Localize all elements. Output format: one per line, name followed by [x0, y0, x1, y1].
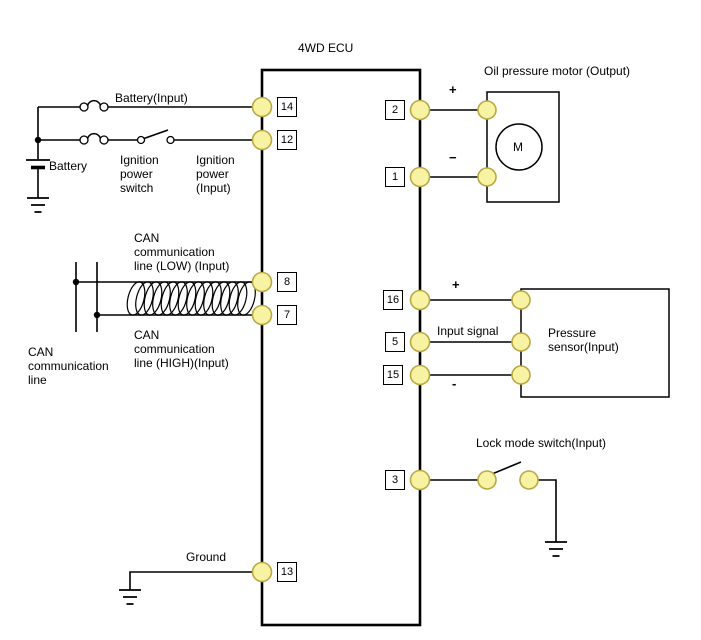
motor-terminal-minus — [477, 167, 497, 187]
battery-label: Battery — [49, 159, 88, 173]
ignition-switch-contact — [136, 135, 146, 145]
pin-1-circle — [409, 166, 431, 188]
battery-icon — [26, 159, 50, 170]
pin-16-circle — [409, 289, 431, 311]
motor-m-symbol: M — [513, 140, 523, 154]
lock-switch-blade — [491, 461, 522, 475]
fuse-contact — [99, 102, 109, 112]
wire-lock-switch — [429, 479, 557, 542]
fuse-contact — [79, 135, 89, 145]
ignition-switch-label: Ignition power switch — [120, 153, 159, 196]
sensor-terminal-plus — [511, 290, 531, 310]
pin-12-circle — [251, 129, 273, 151]
pin-3-circle — [409, 469, 431, 491]
fuse-contact — [99, 135, 109, 145]
ignition-input-label: Ignition power (Input) — [196, 153, 235, 196]
pin-3-box: 3 — [385, 470, 405, 490]
ignition-switch-blade — [143, 129, 169, 140]
junction-dots — [34, 136, 101, 319]
sensor-terminal-minus — [511, 365, 531, 385]
can-bus-label: CAN communication line — [28, 345, 109, 388]
sensor-terminal-signal — [511, 332, 531, 352]
can-bus-lines — [75, 262, 98, 332]
motor-terminal-plus — [477, 100, 497, 120]
sensor-minus-sign: - — [452, 376, 457, 391]
pin-1-box: 1 — [385, 167, 405, 187]
contact-circles — [79, 102, 175, 145]
can-low-label: CAN communication line (LOW) (Input) — [134, 231, 230, 274]
fuse-icon — [86, 99, 102, 106]
lock-switch-contact-right — [519, 470, 539, 490]
pin-7-box: 7 — [277, 305, 297, 325]
pin-16-box: 16 — [383, 290, 403, 310]
pin-8-circle — [251, 271, 273, 293]
sensor-signal-label: Input signal — [437, 324, 499, 338]
pin-15-box: 15 — [383, 365, 403, 385]
ecu-title: 4WD ECU — [298, 41, 354, 55]
lock-switch-contact-left — [477, 470, 497, 490]
pin-5-circle — [409, 331, 431, 353]
can-twisted-pair-icon — [126, 281, 256, 316]
junction-dot — [72, 278, 80, 286]
pin-14-circle — [251, 96, 273, 118]
fuse-icon — [86, 132, 102, 139]
junction-dot — [93, 311, 101, 319]
wire-ground — [129, 571, 253, 590]
sensor-plus-sign: + — [452, 277, 460, 292]
ground-icon-lock — [545, 541, 567, 557]
pin-8-box: 8 — [277, 272, 297, 292]
motor-symbol-circle — [495, 123, 543, 171]
motor-title: Oil pressure motor (Output) — [484, 64, 631, 78]
motor-plus-sign: + — [449, 82, 457, 97]
terminal-circles — [251, 96, 539, 583]
ground-label: Ground — [186, 550, 227, 564]
ground-icon-battery — [27, 197, 49, 213]
wire-sensor-circuit — [429, 299, 521, 376]
pin-7-circle — [251, 304, 273, 326]
can-high-label: CAN communication line (HIGH)(Input) — [134, 328, 229, 371]
ignition-switch-contact — [166, 135, 175, 145]
sensor-title: Pressure sensor(Input) — [548, 326, 619, 355]
battery-input-label: Battery(Input) — [115, 91, 188, 105]
pin-14-box: 14 — [277, 97, 297, 117]
pin-12-box: 12 — [277, 130, 297, 150]
lock-switch-label: Lock mode switch(Input) — [476, 436, 607, 450]
fuse-contact — [79, 102, 89, 112]
pin-15-circle — [409, 364, 431, 386]
pin-13-box: 13 — [277, 562, 297, 582]
pin-5-box: 5 — [385, 332, 405, 352]
ground-icon-main — [119, 589, 141, 605]
pin-13-circle — [251, 561, 273, 583]
ground-symbols — [27, 197, 567, 605]
pin-2-box: 2 — [385, 100, 405, 120]
pin-2-circle — [409, 99, 431, 121]
junction-dot — [34, 136, 42, 144]
motor-minus-sign: − — [449, 150, 457, 165]
